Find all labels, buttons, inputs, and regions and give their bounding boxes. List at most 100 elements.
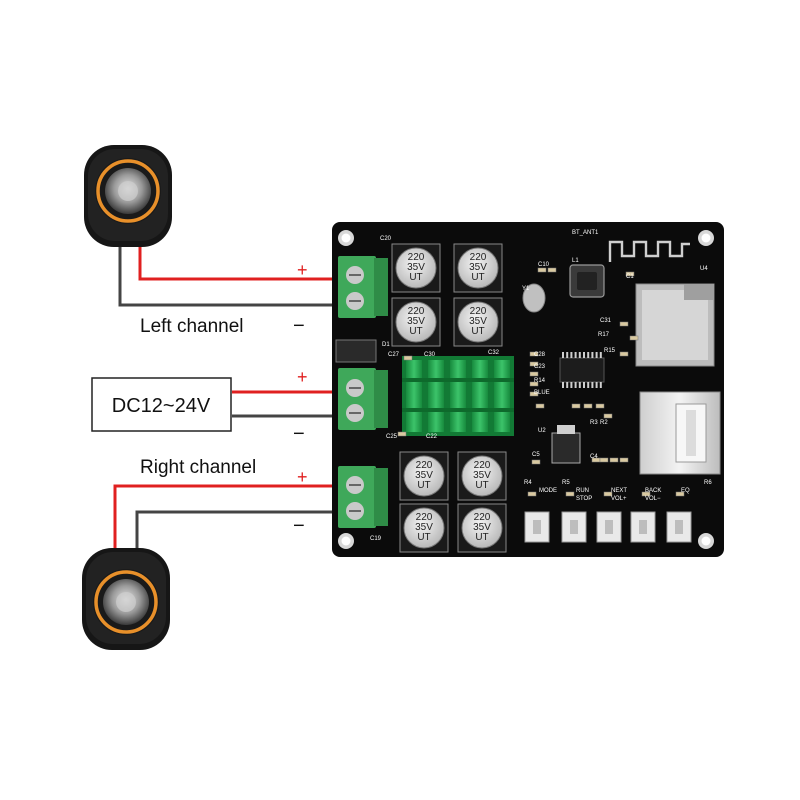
silk-label: C5 (532, 452, 540, 458)
silk-label: L1 (572, 258, 579, 264)
left-channel-label: Left channel (140, 316, 244, 337)
button-label: VOL− (645, 496, 661, 502)
tactile-button: BACK VOL− (630, 488, 661, 543)
silk-label: R17 (598, 332, 610, 338)
capacitor-marking: 35V (407, 262, 425, 273)
silk-label: C25 (386, 434, 398, 440)
silk-label: U2 (538, 428, 546, 434)
right-speaker-terminal (338, 466, 388, 528)
button-label: STOP (576, 496, 592, 502)
power-label-box: DC12~24V (91, 377, 232, 432)
regulator-tab (557, 425, 575, 434)
right-speaker-wires (113, 484, 338, 553)
tactile-button: NEXT VOL+ (596, 488, 627, 543)
main-chip (559, 352, 605, 388)
left-plus-sign: + (297, 260, 308, 280)
smd-components (397, 267, 685, 497)
silk-label: C22 (426, 434, 438, 440)
left-minus-sign: − (293, 315, 305, 337)
control-buttons: MODE RUN STOP NEXT VOL+ BACK VOL− EQ (524, 488, 692, 543)
silk-label: D1 (382, 342, 390, 348)
silk-label: C19 (370, 536, 382, 542)
heatsink (402, 356, 514, 436)
tactile-button: MODE (524, 488, 557, 543)
silk-label: R14 (534, 378, 546, 384)
right-plus-sign: + (297, 467, 308, 487)
right-channel-label: Right channel (140, 457, 256, 478)
power-label: DC12~24V (112, 395, 211, 417)
tactile-button: RUN STOP (561, 488, 592, 543)
capacitor-marking: UT (471, 326, 484, 337)
capacitor-marking: 35V (415, 522, 433, 533)
button-label: EQ (681, 488, 690, 494)
button-label: MODE (539, 488, 557, 494)
silk-label: R2 (600, 420, 608, 426)
tactile-button: EQ (666, 488, 692, 543)
capacitor-marking: 35V (407, 316, 425, 327)
inductor (569, 264, 605, 298)
capacitor-marking: 35V (473, 522, 491, 533)
capacitor-marking: 35V (469, 316, 487, 327)
button-label: RUN (576, 488, 589, 494)
right-speaker (82, 548, 170, 650)
capacitor-marking: 220 (470, 306, 487, 317)
capacitor-marking: UT (471, 272, 484, 283)
capacitor-marking: UT (417, 480, 430, 491)
bluetooth-antenna-trace: BT_ANT1 (572, 230, 690, 262)
silk-label: R4 (524, 480, 532, 486)
usb-port (639, 391, 721, 475)
silk-label: C32 (488, 350, 500, 356)
capacitor-marking: 35V (415, 470, 433, 481)
silk-label: BLUE (534, 390, 550, 396)
silk-label: R3 (590, 420, 598, 426)
silk-label: C4 (590, 454, 598, 460)
silk-label: C31 (600, 318, 612, 324)
capacitor-marking: 220 (416, 512, 433, 523)
silk-label: U4 (700, 266, 708, 272)
power-minus-sign: − (293, 423, 305, 445)
capacitor-marking: 35V (473, 470, 491, 481)
right-minus-sign: − (293, 515, 305, 537)
capacitor-marking: UT (417, 532, 430, 543)
capacitor-marking: 220 (416, 460, 433, 471)
left-speaker-wires (118, 246, 338, 307)
capacitor-marking: UT (475, 480, 488, 491)
power-terminal (338, 368, 388, 430)
capacitor-marking: 35V (469, 262, 487, 273)
power-wires (232, 390, 338, 418)
silk-label: C27 (388, 352, 400, 358)
capacitor-marking: 220 (474, 460, 491, 471)
silk-label: Y1 (522, 286, 530, 292)
silk-label: C30 (424, 352, 436, 358)
button-label: NEXT (611, 488, 627, 494)
power-plus-sign: + (297, 367, 308, 387)
silk-label: C28 (534, 352, 546, 358)
silk-label: R6 (704, 480, 712, 486)
capacitor-marking: 220 (470, 252, 487, 263)
capacitor-marking: 220 (408, 252, 425, 263)
capacitor-marking: 220 (408, 306, 425, 317)
button-label: BACK (645, 488, 661, 494)
crystal (522, 283, 546, 313)
voltage-regulator (551, 432, 581, 464)
button-label: VOL+ (611, 496, 627, 502)
capacitor-marking: UT (409, 272, 422, 283)
diode (335, 339, 377, 363)
tf-card-slot (635, 283, 715, 367)
silk-label: R15 (604, 348, 616, 354)
left-speaker (84, 145, 172, 247)
capacitor-marking: UT (475, 532, 488, 543)
silk-label: C23 (534, 364, 546, 370)
electrolytic-capacitors: 22035VUT22035VUT22035VUT22035VUT22035VUT… (391, 243, 507, 553)
silk-label: C20 (380, 236, 392, 242)
silk-label: R5 (562, 480, 570, 486)
